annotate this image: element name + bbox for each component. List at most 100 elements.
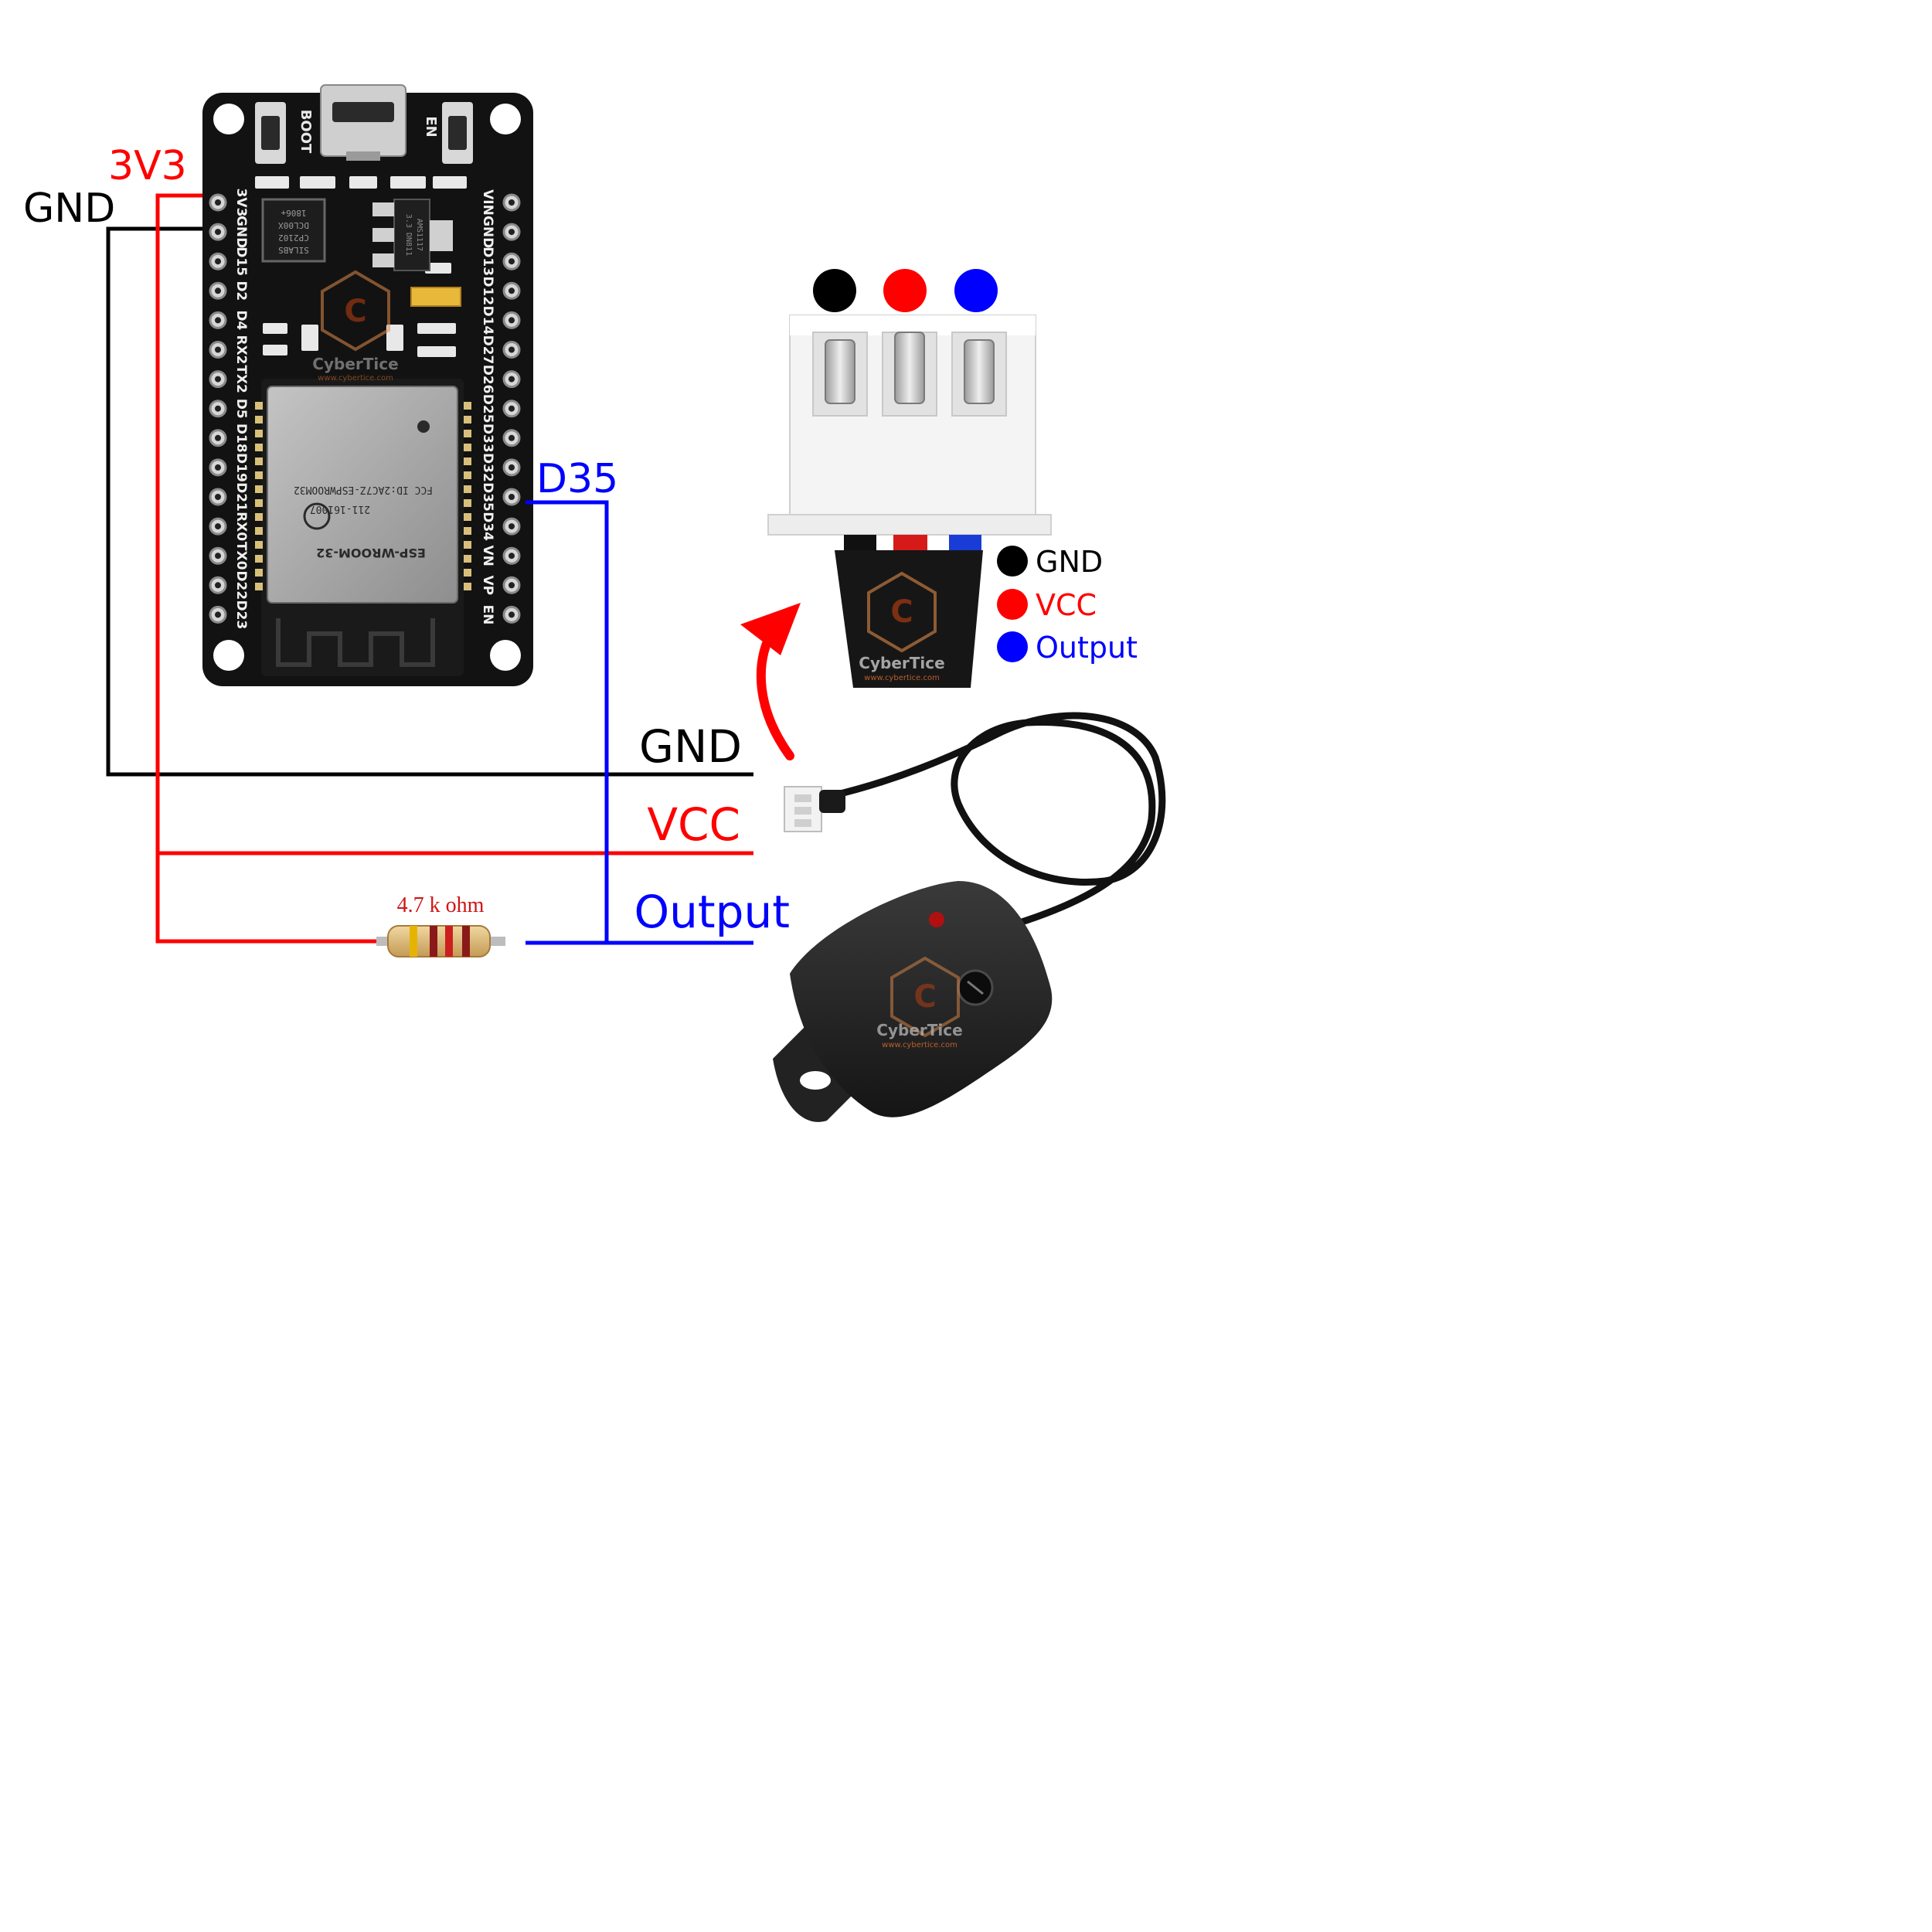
left-header: 3V3GNDD15D2D4RX2TX2D5D18D19D21RX0TX0D22D…: [209, 189, 249, 629]
svg-text:3.3 DN811: 3.3 DN811: [404, 214, 413, 256]
module-pad: [255, 541, 263, 549]
right-pin-label: D14: [480, 306, 495, 335]
right-pin-label: D34: [480, 512, 495, 541]
mount-hole: [490, 640, 521, 671]
boot-button: BOOT: [255, 102, 314, 164]
mount-hole: [490, 104, 521, 134]
module-pad: [255, 402, 263, 410]
module-pad: [464, 583, 471, 590]
watermark-brand: CyberTice: [876, 1021, 962, 1039]
module-name: ESP-WROOM-32: [316, 546, 426, 560]
wiring-diagram: BOOT EN SILABS CP2102 DCL00X: [23, 84, 1166, 1122]
module-pad: [464, 471, 471, 479]
watermark-url: www.cybertice.com: [864, 674, 940, 682]
espressif-logo-icon: [303, 502, 331, 530]
module-side-pads: [255, 402, 471, 590]
legend-dot-output: [997, 631, 1028, 662]
svg-text:C: C: [890, 594, 913, 630]
module-pad: [464, 541, 471, 549]
watermark-brand: CyberTice: [312, 355, 398, 373]
right-pin-label: D25: [480, 394, 495, 423]
sensor-cable: [827, 712, 1166, 931]
label-bus-vcc: VCC: [647, 798, 740, 851]
antenna-trace: [276, 618, 435, 667]
module-pad: [464, 527, 471, 535]
label-3v3: 3V3: [108, 143, 187, 189]
right-pin-label: D13: [480, 247, 495, 276]
right-pin-label: VN: [480, 546, 495, 566]
module-pad: [255, 416, 263, 423]
svg-text:SILABS: SILABS: [278, 245, 309, 255]
vcc-wire-to-resistor: [155, 193, 376, 944]
right-pin-label: D32: [480, 453, 495, 482]
d35-wire: [526, 500, 609, 943]
module-pad: [255, 583, 263, 590]
esp32-board: BOOT EN SILABS CP2102 DCL00X: [202, 84, 533, 686]
mount-hole: [213, 104, 244, 134]
watermark-logo-icon: [867, 571, 937, 653]
left-pin-label: D5: [233, 399, 249, 419]
wires: [106, 193, 753, 945]
left-pin-label: D21: [233, 482, 249, 512]
module-pad: [464, 444, 471, 451]
mounting-flange: [773, 1020, 866, 1122]
usb-connector: [320, 84, 406, 161]
module-pad: [255, 471, 263, 479]
right-header: VINGNDD13D12D14D27D26D25D33D32D35D34VNVP…: [480, 189, 521, 624]
module-pad: [255, 444, 263, 451]
tantalum-capacitor: [410, 287, 461, 307]
wire-color-legend: GND VCC Output: [997, 545, 1138, 665]
left-pin-label: GND: [233, 216, 249, 248]
module-pad: [255, 485, 263, 493]
module-fcc-text: FCC ID:2AC7Z-ESPWROOM32: [294, 484, 433, 495]
boot-label: BOOT: [298, 110, 314, 154]
right-pin-label: GND: [480, 216, 495, 248]
connector-dot-gnd: [813, 269, 856, 312]
curved-arrow-icon: [740, 603, 801, 760]
watermark-logo-icon: [890, 956, 960, 1038]
left-pin-label: D22: [233, 570, 249, 600]
pullup-resistor: 4.7 k ohm: [376, 893, 505, 957]
watermark-brand: CyberTice: [859, 654, 944, 672]
mount-hole: [213, 640, 244, 671]
module-pad: [464, 430, 471, 437]
mount-hole: [800, 1071, 831, 1090]
module-pad: [464, 416, 471, 423]
left-pin-label: D2: [233, 281, 249, 301]
watermark-url: www.cybertice.com: [882, 1041, 957, 1049]
right-pin-label: D33: [480, 423, 495, 453]
right-pin-label: D27: [480, 335, 495, 365]
en-label: EN: [423, 116, 439, 137]
left-pin-label: D18: [233, 423, 249, 453]
label-bus-gnd: GND: [639, 720, 742, 773]
connector-closeup: C CyberTice www.cybertice.com: [767, 269, 1052, 688]
module-pad: [255, 527, 263, 535]
watermark-url: www.cybertice.com: [318, 374, 393, 383]
cable-sleeve: [835, 550, 983, 688]
svg-text:C: C: [344, 294, 366, 329]
watermark-logo-icon: [321, 270, 390, 352]
connector-dot-output: [954, 269, 998, 312]
module-pad: [255, 513, 263, 521]
label-bus-output: Output: [634, 886, 790, 938]
board-watermark: C CyberTice www.cybertice.com: [312, 270, 399, 383]
legend-label-output: Output: [1036, 631, 1138, 665]
svg-text:DCL00X: DCL00X: [278, 220, 309, 230]
left-pin-label: D15: [233, 247, 249, 276]
resistor-label: 4.7 k ohm: [397, 893, 485, 917]
sensor-housing: [790, 881, 1053, 1117]
voltage-regulator: AMS1117 3.3 DN811: [372, 199, 453, 271]
right-pin-label: VIN: [480, 189, 495, 216]
usb-uart-chip: SILABS CP2102 DCL00X 1806+: [261, 198, 326, 263]
left-pin-label: TX2: [233, 365, 249, 393]
legend-label-vcc: VCC: [1036, 588, 1097, 622]
water-level-sensor: C CyberTice www.cybertice.com: [773, 712, 1166, 1122]
right-pin-label: EN: [480, 604, 495, 624]
legend-label-gnd: GND: [1036, 545, 1103, 579]
gnd-wire: [106, 226, 753, 777]
status-led-icon: [929, 912, 944, 927]
label-board-gnd: GND: [23, 185, 115, 232]
left-pin-label: D4: [233, 310, 249, 330]
legend-dot-gnd: [997, 546, 1028, 577]
left-pin-label: TX0: [233, 542, 249, 570]
